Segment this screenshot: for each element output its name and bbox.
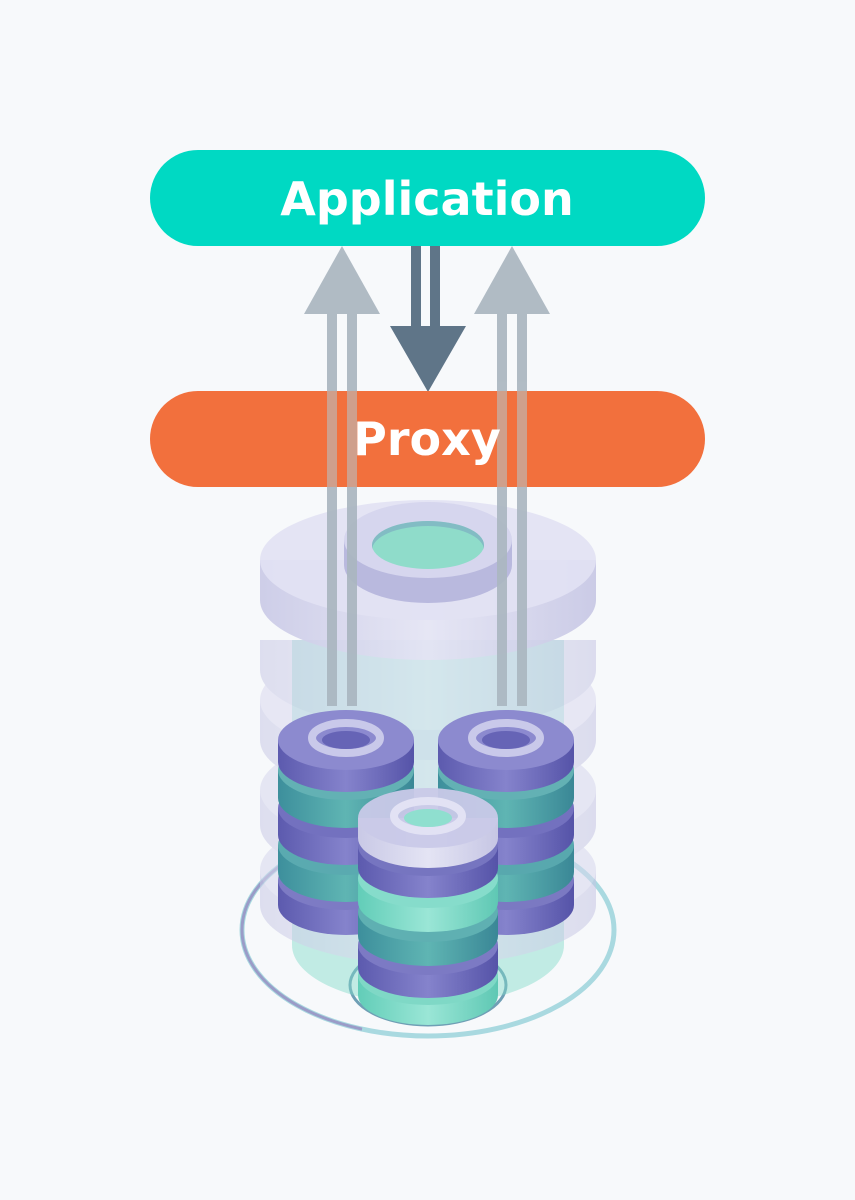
arrow-up-icon	[304, 246, 550, 706]
application-node: Application	[150, 150, 705, 246]
proxy-node: Proxy	[150, 391, 705, 487]
arrow-down-icon	[390, 246, 466, 392]
inner-stack-front	[358, 788, 498, 1025]
database-cluster-icon	[239, 500, 617, 1039]
top-platter	[260, 500, 596, 660]
ground-ring-accent	[240, 822, 616, 1038]
proxy-label: Proxy	[353, 412, 501, 466]
application-label: Application	[280, 172, 573, 226]
